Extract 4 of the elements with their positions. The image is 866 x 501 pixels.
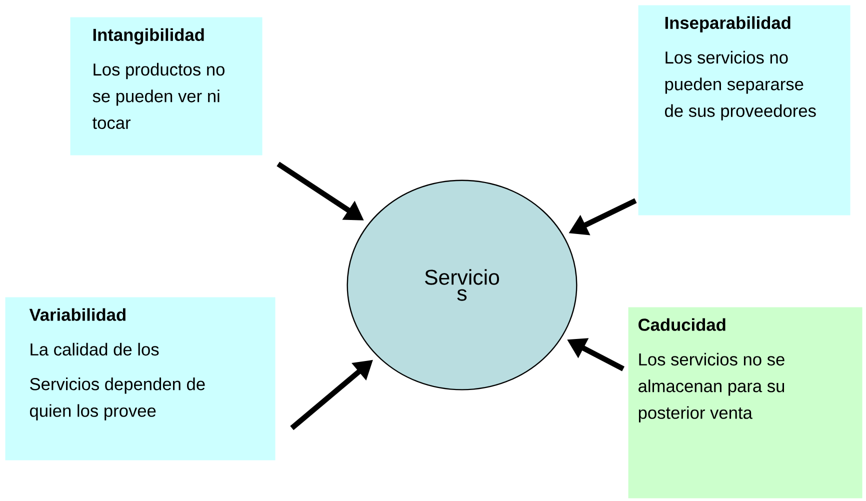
text-box: Inseparabilidad Los servicios no pueden separarse de sus proveedores (638, 5, 850, 216)
text-box: Variabilidad La calidad de los Servicios dependen de quien los provee (5, 297, 276, 460)
text-box: Intangibilidad Los productos no se pueden ver ni tocar (70, 17, 262, 156)
text-box: Caducidad Los servicios no se almacenan para su posterior venta (628, 307, 862, 498)
